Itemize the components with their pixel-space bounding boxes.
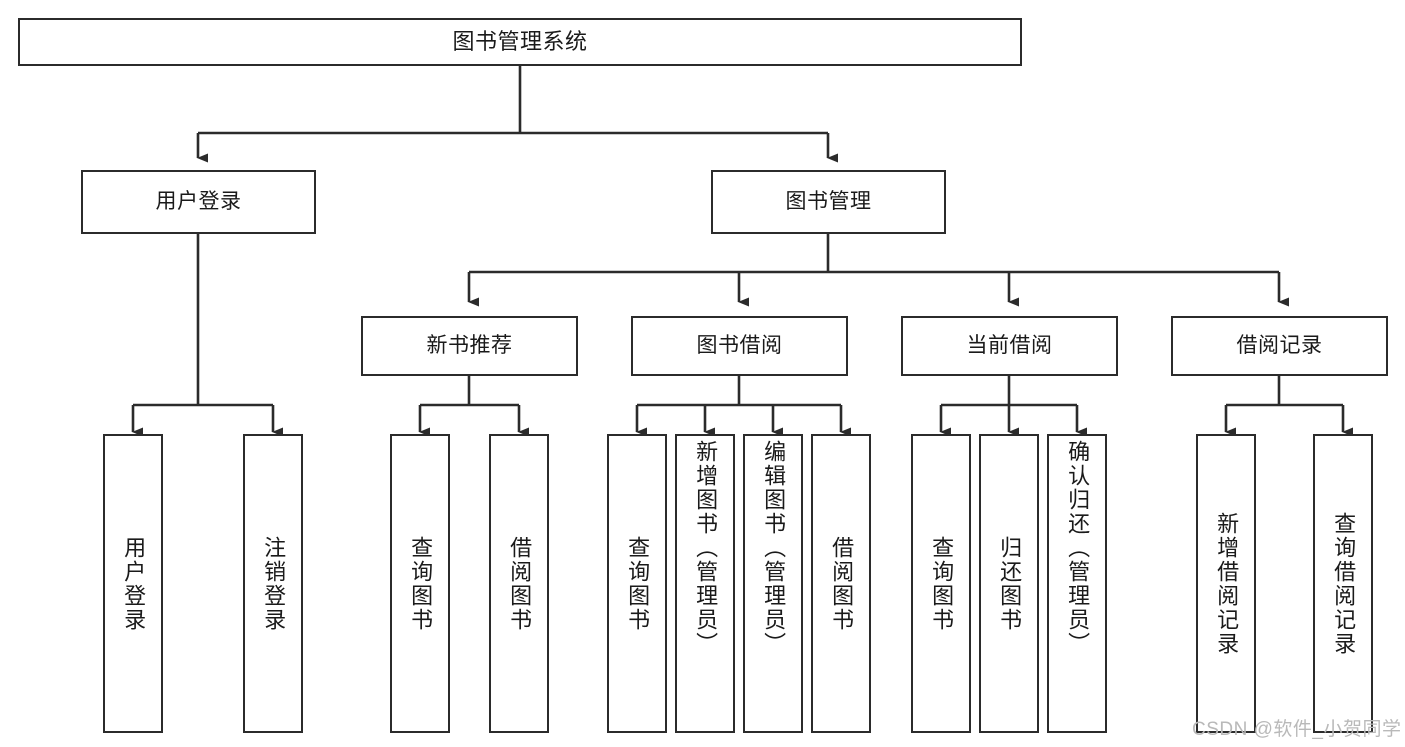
- leaf-book-borrow-add-book-admin[interactable]: 新增图书（管理员）: [675, 434, 735, 733]
- leaf-book-borrow-edit-book-admin[interactable]: 编辑图书（管理员）: [743, 434, 803, 733]
- csdn-watermark: CSDN @软件_小贺同学: [1192, 719, 1402, 740]
- node-book-borrow[interactable]: 图书借阅: [631, 316, 848, 376]
- leaf-new-book-borrow-book[interactable]: 借阅图书: [489, 434, 549, 733]
- leaf-user-login-logout[interactable]: 注销登录: [243, 434, 303, 733]
- leaf-borrow-record-add-record[interactable]: 新增借阅记录: [1196, 434, 1256, 733]
- node-label: 注销登录: [261, 535, 287, 632]
- leaf-new-book-query-book[interactable]: 查询图书: [390, 434, 450, 733]
- node-label: 查询图书: [929, 535, 955, 632]
- node-current-borrow[interactable]: 当前借阅: [901, 316, 1118, 376]
- node-label: 确认归还（管理员）: [1065, 440, 1091, 656]
- node-label: 查询借阅记录: [1331, 511, 1357, 656]
- node-label: 查询图书: [625, 535, 651, 632]
- node-borrow-record[interactable]: 借阅记录: [1171, 316, 1388, 376]
- node-label: 借阅图书: [829, 535, 855, 632]
- node-label: 编辑图书（管理员）: [761, 440, 787, 656]
- leaf-book-borrow-borrow-book[interactable]: 借阅图书: [811, 434, 871, 733]
- leaf-current-borrow-query-book[interactable]: 查询图书: [911, 434, 971, 733]
- node-book-management[interactable]: 图书管理: [711, 170, 946, 234]
- node-label: 当前借阅: [966, 333, 1053, 357]
- node-label: 借阅图书: [507, 535, 533, 632]
- node-label: 用户登录: [121, 535, 147, 632]
- node-label: 新书推荐: [426, 333, 513, 357]
- node-label: 新增借阅记录: [1214, 511, 1240, 656]
- leaf-current-borrow-confirm-return-admin[interactable]: 确认归还（管理员）: [1047, 434, 1107, 733]
- node-label: 图书借阅: [696, 333, 783, 357]
- leaf-user-login-login[interactable]: 用户登录: [103, 434, 163, 733]
- node-label: 借阅记录: [1236, 333, 1323, 357]
- node-label: 新增图书（管理员）: [693, 440, 719, 656]
- node-label: 归还图书: [997, 535, 1023, 632]
- node-label: 用户登录: [155, 189, 242, 213]
- node-label: 查询图书: [408, 535, 434, 632]
- leaf-current-borrow-return-book[interactable]: 归还图书: [979, 434, 1039, 733]
- leaf-book-borrow-query-book[interactable]: 查询图书: [607, 434, 667, 733]
- node-label: 图书管理系统: [452, 29, 588, 55]
- leaf-borrow-record-query-record[interactable]: 查询借阅记录: [1313, 434, 1373, 733]
- node-root-book-management-system[interactable]: 图书管理系统: [18, 18, 1022, 66]
- node-label: 图书管理: [785, 189, 872, 213]
- node-new-book-recommend[interactable]: 新书推荐: [361, 316, 578, 376]
- node-user-login[interactable]: 用户登录: [81, 170, 316, 234]
